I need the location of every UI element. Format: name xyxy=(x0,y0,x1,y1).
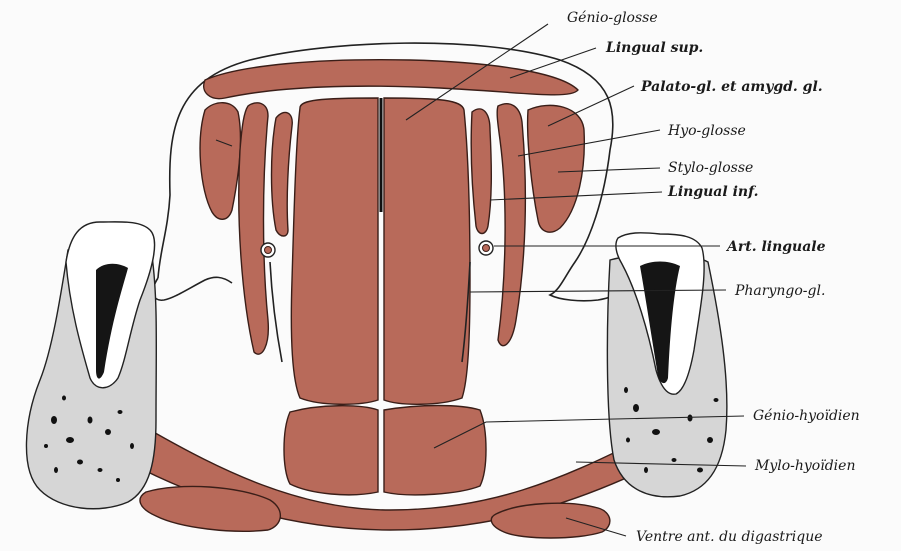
leader-lingual-sup xyxy=(510,48,596,78)
label-art-linguale: Art. linguale xyxy=(725,239,826,255)
genio-glosse-left xyxy=(291,98,378,404)
label-hyo-glosse: Hyo-glosse xyxy=(667,123,746,139)
label-mylo-hyoidien: Mylo-hyoïdien xyxy=(754,458,855,474)
label-ventre-digastrique: Ventre ant. du digastrique xyxy=(636,529,823,545)
lingual-inf-left xyxy=(272,112,293,236)
artery-linguale-right xyxy=(479,241,493,255)
lingual-sup-muscle xyxy=(204,60,578,99)
genio-glosse-right xyxy=(384,98,470,404)
label-palato-gl: Palato-gl. et amygd. gl. xyxy=(640,79,823,95)
label-pharyngo-gl: Pharyngo-gl. xyxy=(734,283,825,299)
lingual-inf-right xyxy=(471,109,491,234)
label-lingual-sup: Lingual sup. xyxy=(605,40,703,56)
hyo-glosse-right xyxy=(497,104,525,346)
hyo-glosse-left xyxy=(239,103,269,354)
digastrique-right xyxy=(491,503,610,538)
label-lingual-inf: Lingual inf. xyxy=(667,184,758,200)
genio-hyoidien-left xyxy=(284,406,378,495)
genio-hyoidien-right xyxy=(384,406,486,495)
label-stylo-glosse: Stylo-glosse xyxy=(668,160,753,176)
palato-glosse-left xyxy=(200,103,240,220)
artery-linguale-left xyxy=(261,243,275,257)
label-genio-glosse: Génio-glosse xyxy=(567,10,658,26)
tongue-outline-left-lip xyxy=(153,277,232,300)
label-genio-hyoidien: Génio-hyoïdien xyxy=(753,408,860,424)
pharyngo-glosse-left xyxy=(270,262,282,362)
palato-glosse-right xyxy=(528,105,585,232)
